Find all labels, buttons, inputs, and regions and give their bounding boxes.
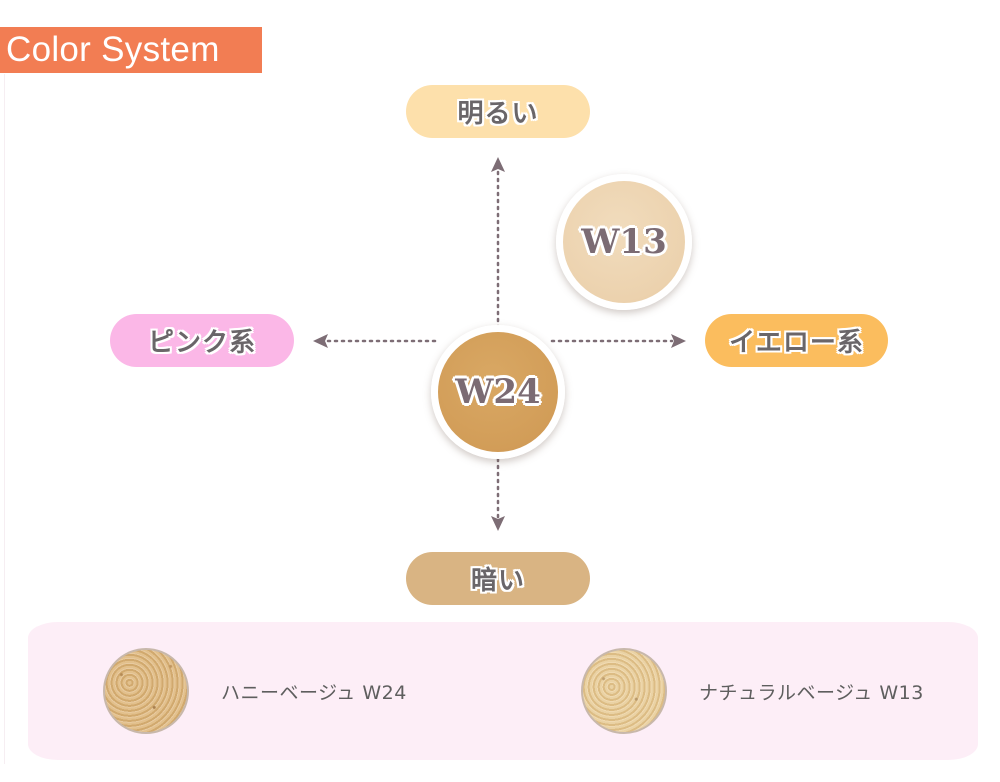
arrow-right-icon (671, 334, 686, 348)
shade-w24-circle: W24 (431, 325, 565, 459)
legend-item-w13: ナチュラルベージュ W13 (581, 622, 924, 760)
powder-swatch-w24 (103, 648, 189, 734)
legend-item-w24: ハニーベージュ W24 (103, 622, 407, 760)
powder-swatch-w13 (581, 648, 667, 734)
arrow-up-icon (491, 157, 505, 172)
label-dark: 暗い (406, 552, 590, 605)
section-title: Color System (0, 27, 262, 73)
legend-label-w24: ハニーベージュ W24 (221, 681, 407, 704)
arrow-left-icon (313, 334, 328, 348)
arrow-down-icon (491, 516, 505, 531)
label-yellow-tone: イエロー系 (705, 314, 888, 367)
shade-w13-circle: W13 (556, 174, 692, 310)
shade-w24-code: W24 (455, 372, 541, 412)
shade-legend: ハニーベージュ W24 ナチュラルベージュ W13 (28, 622, 978, 760)
label-bright: 明るい (406, 85, 590, 138)
legend-label-w13: ナチュラルベージュ W13 (699, 681, 924, 704)
label-pink-tone: ピンク系 (110, 314, 294, 367)
frame-border (4, 74, 5, 764)
shade-w13-code: W13 (581, 222, 667, 262)
